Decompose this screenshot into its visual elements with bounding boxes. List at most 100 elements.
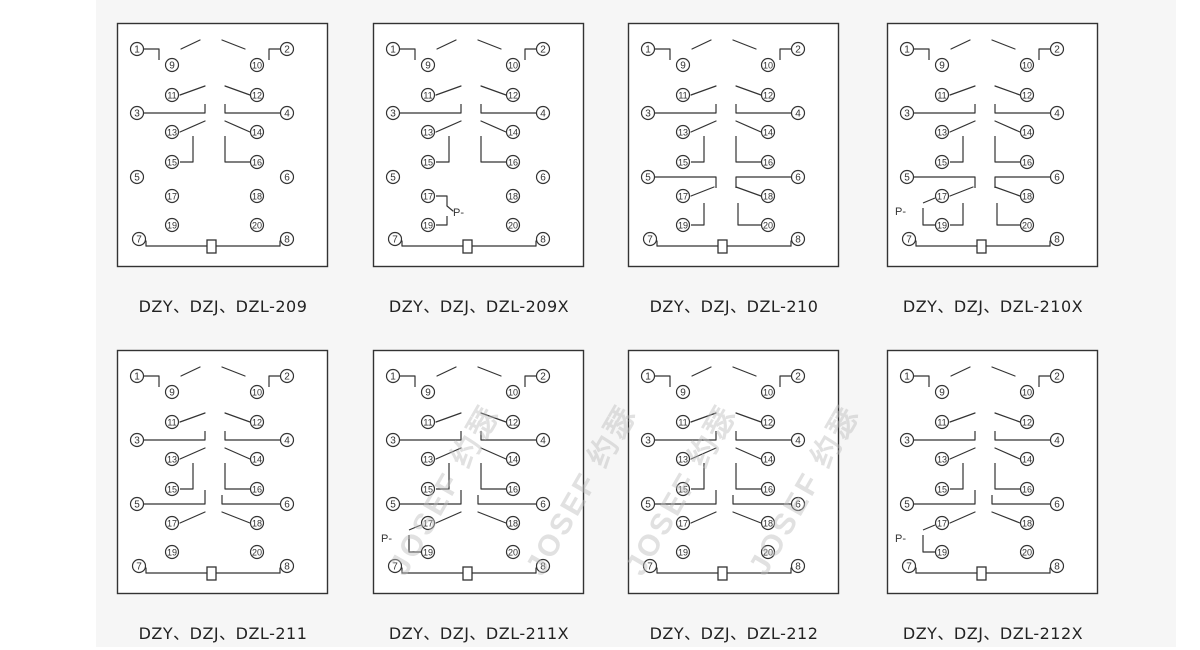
terminal-17: 17 bbox=[934, 515, 950, 531]
terminal-number: 10 bbox=[252, 61, 262, 71]
coil-box bbox=[717, 239, 728, 254]
coil-box bbox=[462, 566, 473, 581]
terminal-circle bbox=[790, 169, 806, 185]
terminal-circle bbox=[279, 41, 295, 57]
terminal-4: 4 bbox=[279, 105, 295, 121]
terminal-number: 16 bbox=[508, 485, 518, 495]
terminal-number: 3 bbox=[904, 109, 910, 120]
terminal-18: 18 bbox=[760, 515, 776, 531]
terminal-circle bbox=[675, 57, 691, 73]
terminal-number: 20 bbox=[252, 548, 262, 558]
terminal-9: 9 bbox=[934, 384, 950, 400]
terminal-circle bbox=[934, 87, 950, 103]
terminal-circle bbox=[387, 231, 403, 247]
contact-blade bbox=[949, 412, 976, 423]
terminal-3: 3 bbox=[129, 105, 145, 121]
terminal-6: 6 bbox=[1049, 496, 1065, 512]
terminal-4: 4 bbox=[279, 432, 295, 448]
terminal-10: 10 bbox=[760, 384, 776, 400]
terminal-circle bbox=[131, 231, 147, 247]
terminal-number: 15 bbox=[167, 485, 177, 495]
terminal-number: 19 bbox=[423, 221, 433, 231]
terminal-number: 2 bbox=[540, 45, 546, 56]
terminal-number: 8 bbox=[795, 235, 801, 246]
contact-wire bbox=[400, 490, 462, 505]
terminal-18: 18 bbox=[249, 188, 265, 204]
terminal-11: 11 bbox=[420, 87, 436, 103]
terminal-number: 12 bbox=[508, 91, 518, 101]
terminal-number: 17 bbox=[678, 192, 688, 202]
terminal-number: 1 bbox=[645, 45, 651, 56]
contact-blade bbox=[436, 366, 457, 377]
terminal-circle bbox=[899, 432, 915, 448]
terminal-19: 19 bbox=[420, 544, 436, 560]
terminal-circle bbox=[535, 169, 551, 185]
terminal-circle bbox=[387, 558, 403, 574]
terminal-number: 16 bbox=[252, 485, 262, 495]
terminal-circle bbox=[1019, 57, 1035, 73]
terminal-circle bbox=[640, 496, 656, 512]
terminal-circle bbox=[1049, 432, 1065, 448]
terminal-circle bbox=[675, 414, 691, 430]
terminal-number: 7 bbox=[136, 235, 142, 246]
contact-wire bbox=[224, 136, 250, 163]
terminal-circle bbox=[535, 368, 551, 384]
terminal-11: 11 bbox=[164, 87, 180, 103]
terminal-20: 20 bbox=[1019, 544, 1035, 560]
terminal-11: 11 bbox=[164, 414, 180, 430]
terminal-12: 12 bbox=[249, 87, 265, 103]
contact-wire bbox=[144, 431, 206, 441]
contact-wire bbox=[994, 431, 1050, 441]
contact-wire bbox=[224, 463, 250, 490]
terminal-7: 7 bbox=[131, 558, 147, 574]
contact-blade bbox=[994, 412, 1021, 423]
terminal-number: 4 bbox=[1054, 109, 1060, 120]
terminal-circle bbox=[129, 496, 145, 512]
terminal-8: 8 bbox=[279, 231, 295, 247]
contact-blade bbox=[690, 85, 717, 96]
terminal-circle bbox=[505, 87, 521, 103]
terminal-circle bbox=[249, 481, 265, 497]
contact-blade bbox=[991, 511, 1021, 524]
contact-wire bbox=[400, 375, 416, 387]
terminal-number: 2 bbox=[1054, 372, 1060, 383]
terminal-number: 10 bbox=[252, 388, 262, 398]
contact-blade bbox=[435, 511, 462, 524]
terminal-circle bbox=[164, 481, 180, 497]
terminal-number: 5 bbox=[390, 500, 396, 511]
contact-blade bbox=[732, 39, 757, 50]
terminal-11: 11 bbox=[934, 414, 950, 430]
terminal-2: 2 bbox=[790, 41, 806, 57]
terminal-number: 9 bbox=[169, 388, 175, 399]
terminal-circle bbox=[505, 217, 521, 233]
terminal-number: 12 bbox=[252, 418, 262, 428]
terminal-14: 14 bbox=[505, 124, 521, 140]
terminal-circle bbox=[535, 105, 551, 121]
terminal-number: 2 bbox=[284, 45, 290, 56]
model-caption: DZY、DZJ、DZL-210 bbox=[649, 297, 819, 316]
pressure-blade bbox=[446, 205, 454, 212]
model-caption: DZY、DZJ、DZL-212 bbox=[649, 624, 819, 643]
terminal-circle bbox=[420, 515, 436, 531]
contact-blade bbox=[691, 366, 712, 377]
terminal-7: 7 bbox=[131, 231, 147, 247]
terminal-number: 13 bbox=[678, 128, 688, 138]
terminal-number: 17 bbox=[423, 519, 433, 529]
terminal-6: 6 bbox=[535, 496, 551, 512]
terminal-number: 13 bbox=[167, 455, 177, 465]
terminal-number: 9 bbox=[680, 61, 686, 72]
terminal-2: 2 bbox=[279, 368, 295, 384]
terminal-number: 1 bbox=[134, 45, 140, 56]
panel-frame bbox=[627, 22, 840, 268]
terminal-number: 1 bbox=[390, 372, 396, 383]
terminal-number: 20 bbox=[763, 548, 773, 558]
contact-blade bbox=[994, 120, 1021, 133]
terminal-circle bbox=[385, 368, 401, 384]
terminal-6: 6 bbox=[535, 169, 551, 185]
terminal-circle bbox=[164, 154, 180, 170]
terminal-circle bbox=[934, 124, 950, 140]
terminal-number: 6 bbox=[795, 173, 801, 184]
